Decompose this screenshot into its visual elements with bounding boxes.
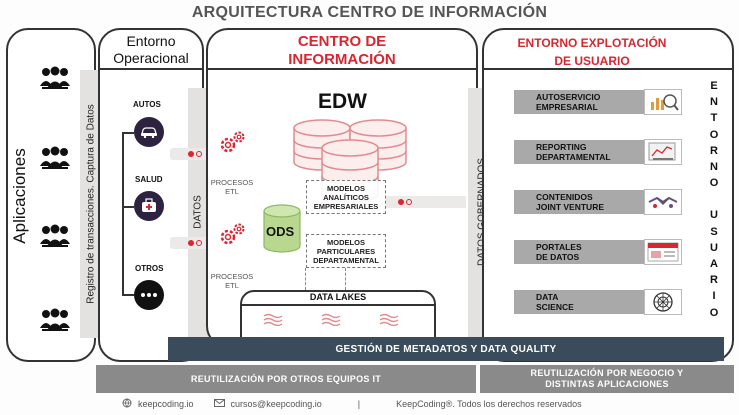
procesos-etl-label: PROCESOS ETL	[210, 178, 254, 196]
edw-label: EDW	[318, 90, 367, 113]
modelos-particulares-box: MODELOS PARTICULARES DEPARTAMENTAL	[306, 234, 386, 268]
gear-icon	[218, 130, 246, 161]
entorno-explotacion-title: ENTORNO EXPLOTACIÓN DE USUARIO	[517, 36, 667, 68]
ods-cylinder	[262, 204, 302, 259]
footer-copyright: KeepCoding®. Todos los derechos reservad…	[396, 399, 582, 409]
users-group-icon	[38, 146, 72, 175]
diagram-title: ARQUITECTURA CENTRO DE INFORMACIÓN	[191, 4, 548, 21]
users-group-icon	[38, 308, 72, 337]
gestion-metadatos-bar: GESTIÓN DE METADATOS Y DATA QUALITY	[168, 337, 724, 361]
entorno-usuario-label: E N T O R N O U S U A R I O	[709, 80, 719, 319]
modelos-analiticos-box: MODELOS ANALÍTICOS EMPRESARIALES	[306, 180, 386, 214]
footer: keepcoding.io cursos@keepcoding.io | Kee…	[122, 398, 722, 410]
brain-icon	[644, 289, 682, 315]
users-group-icon	[38, 66, 72, 95]
globe-icon	[122, 398, 132, 410]
datos-label: DATOS	[192, 195, 204, 229]
lake-icon	[320, 312, 342, 331]
source-otros-label: OTROS	[135, 264, 164, 273]
source-salud-label: SALUD	[135, 175, 163, 184]
car-icon	[134, 117, 164, 147]
analytics-icon	[644, 89, 682, 115]
footer-web[interactable]: keepcoding.io	[138, 399, 194, 409]
users-group-icon	[38, 224, 72, 253]
centro-informacion-title: CENTRO DE INFORMACIÓN	[288, 33, 396, 68]
reutilizacion-negocio-bar: REUTILIZACIÓN POR NEGOCIO Y DISTINTAS AP…	[480, 365, 734, 393]
footer-separator: |	[357, 399, 361, 409]
portal-icon	[644, 239, 682, 265]
entorno-operacional-title: Entorno Operacional	[113, 33, 189, 66]
footer-email[interactable]: cursos@keepcoding.io	[230, 399, 322, 409]
reutilizacion-it-bar: REUTILIZACIÓN POR OTROS EQUIPOS IT	[96, 365, 476, 393]
gear-icon	[218, 222, 246, 253]
data-lakes-label: DATA LAKES	[309, 292, 367, 302]
aplicaciones-label: Aplicaciones	[10, 148, 29, 244]
source-autos-label: AUTOS	[133, 100, 161, 109]
mail-icon	[213, 399, 225, 409]
registro-label: Registro de transacciones. Captura de Da…	[85, 104, 97, 304]
lake-icon	[378, 312, 400, 331]
lake-icon	[262, 312, 284, 331]
ods-label: ODS	[266, 224, 295, 239]
more-icon	[134, 280, 164, 310]
health-icon	[134, 191, 164, 221]
handshake-icon	[644, 189, 682, 215]
registro-strip	[80, 70, 102, 338]
procesos-etl-label: PROCESOS ETL	[210, 272, 254, 290]
report-icon	[644, 139, 682, 165]
